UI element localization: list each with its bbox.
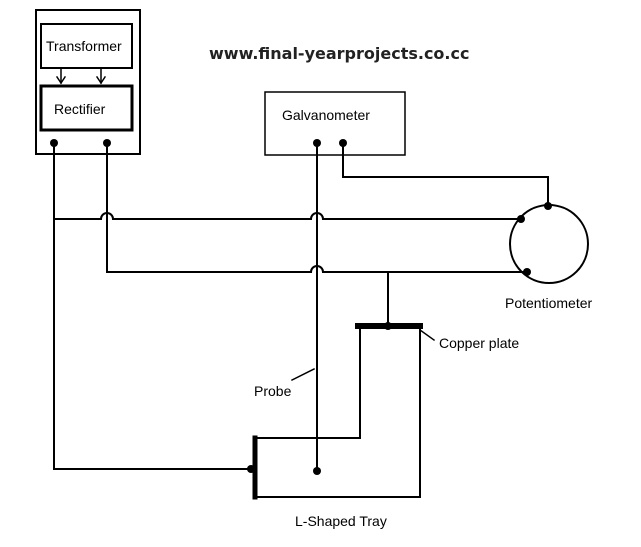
junction-dot xyxy=(517,215,525,223)
galvanometer-box xyxy=(264,91,406,156)
wire-rectifier-to-tray xyxy=(53,142,254,470)
copper-plate-label: Copper plate xyxy=(439,335,520,351)
transformer-to-rectifier-arrows xyxy=(55,67,107,85)
galvanometer-label: Galvanometer xyxy=(282,107,370,123)
junction-dots xyxy=(50,139,552,475)
junction-dot xyxy=(313,139,321,147)
power-supply-enclosure xyxy=(35,9,141,155)
junction-dot xyxy=(523,268,531,276)
rectifier-box xyxy=(39,84,134,132)
probe-label: Probe xyxy=(254,383,292,399)
wire-galvanometer-to-potentiometer xyxy=(342,142,549,207)
junction-dot xyxy=(50,139,58,147)
watermark-url: www.final-yearprojects.co.cc xyxy=(209,44,470,63)
junction-dot xyxy=(103,139,111,147)
copper-plate-leader-line xyxy=(418,328,436,342)
rectifier-label: Rectifier xyxy=(54,101,106,117)
transformer-box xyxy=(40,23,133,69)
junction-dot xyxy=(384,322,392,330)
wire-lower-rail-hop xyxy=(309,265,528,274)
transformer-label: Transformer xyxy=(46,38,122,54)
junction-dot xyxy=(544,202,552,210)
junction-dot xyxy=(339,139,347,147)
junction-dot xyxy=(247,465,255,473)
potentiometer-label: Potentiometer xyxy=(505,295,593,311)
wire-rectifier-to-potentiometer xyxy=(106,142,312,273)
junction-dot xyxy=(313,467,321,475)
tray-label: L-Shaped Tray xyxy=(295,513,387,529)
wire-upper-rail xyxy=(53,212,522,220)
l-shaped-tray xyxy=(254,325,421,498)
probe-leader-line xyxy=(290,367,316,382)
